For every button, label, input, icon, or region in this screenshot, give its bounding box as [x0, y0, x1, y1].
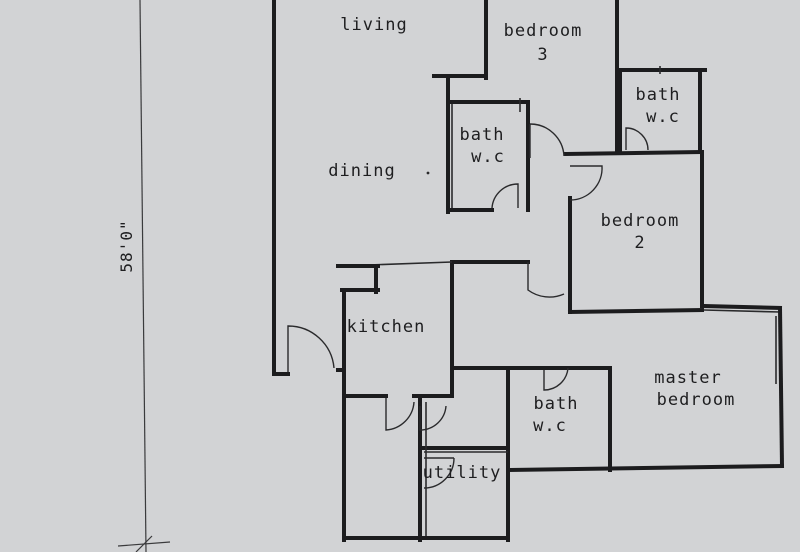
room-label-utility: utility [423, 463, 502, 483]
room-label-bath-center: bath [460, 125, 505, 145]
room-label-bedroom-3: bedroom [504, 21, 583, 41]
room-label-master-bedroom: bedroom [657, 390, 736, 410]
room-label-bedroom-2: bedroom [601, 211, 680, 231]
room-label-kitchen: kitchen [347, 317, 426, 337]
dimension-label: 58'0" [117, 219, 136, 272]
room-label-master: master [654, 368, 721, 388]
plan-dot [426, 171, 430, 175]
room-label-bedroom-3-number: 3 [537, 45, 548, 65]
room-label-bedroom-2-number: 2 [634, 233, 645, 253]
room-labels: living bedroom 3 bath w.c bath w.c dinin… [328, 15, 736, 483]
room-label-dining: dining [328, 161, 395, 181]
room-label-living: living [340, 15, 407, 35]
dimension-line [117, 0, 171, 552]
walls [272, 0, 785, 542]
room-label-wc-center: w.c [471, 147, 505, 167]
room-label-wc-top-right: w.c [646, 107, 680, 127]
room-label-bath-top-right: bath [636, 85, 681, 105]
door-swings [287, 66, 661, 489]
room-label-bath-lower: bath [534, 394, 579, 414]
room-label-wc-lower: w.c [533, 416, 567, 436]
